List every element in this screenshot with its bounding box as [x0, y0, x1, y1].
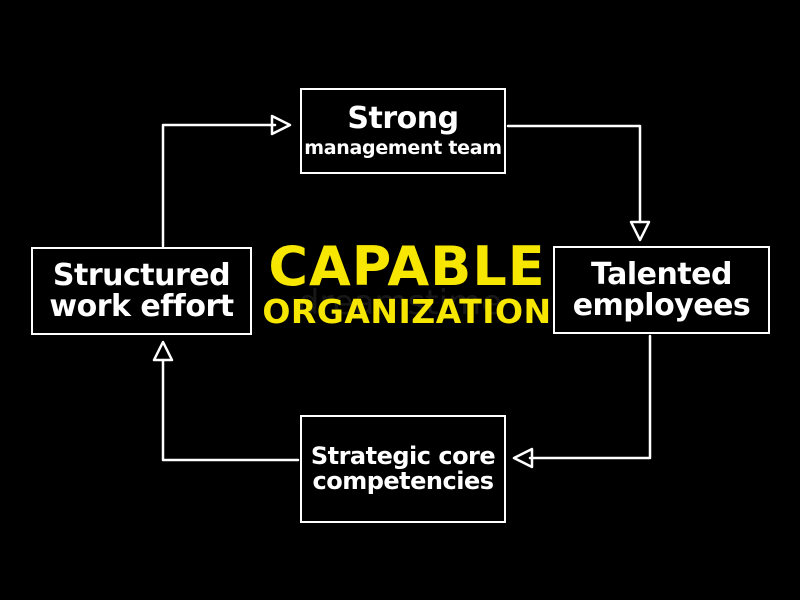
node-top-line2: management team	[304, 136, 502, 159]
node-talented-employees: Talented employees	[553, 246, 770, 334]
node-left-line1: Structured	[52, 257, 231, 293]
arrowhead-up-icon	[152, 340, 174, 362]
node-bottom-line1: Strategic core	[310, 441, 496, 470]
node-bottom-line2: competencies	[312, 467, 494, 495]
center-title: CAPABLE ORGANIZATION	[262, 240, 552, 330]
connector-right-to-bottom	[528, 334, 652, 460]
node-strong-management-team: Strong management team	[300, 88, 506, 174]
node-strategic-core-competencies: Strategic core competencies	[300, 415, 506, 523]
center-title-line2: ORGANIZATION	[262, 292, 552, 331]
watermark: dreamstime	[297, 283, 503, 323]
arrowhead-down-icon	[629, 220, 651, 242]
connector-bottom-to-left	[161, 358, 300, 462]
connector-top-to-right	[506, 124, 642, 224]
node-left-line2: work effort	[49, 289, 234, 324]
arrowhead-right-icon	[270, 114, 292, 136]
node-structured-work-effort: Structured work effort	[31, 247, 252, 335]
node-right-line2: employees	[572, 288, 751, 323]
node-right-line1: Talented	[591, 256, 733, 292]
center-title-line1: CAPABLE	[268, 235, 546, 298]
node-top-line1: Strong	[347, 101, 459, 137]
arrowhead-left-icon	[512, 447, 534, 469]
connector-left-to-top	[161, 123, 277, 248]
